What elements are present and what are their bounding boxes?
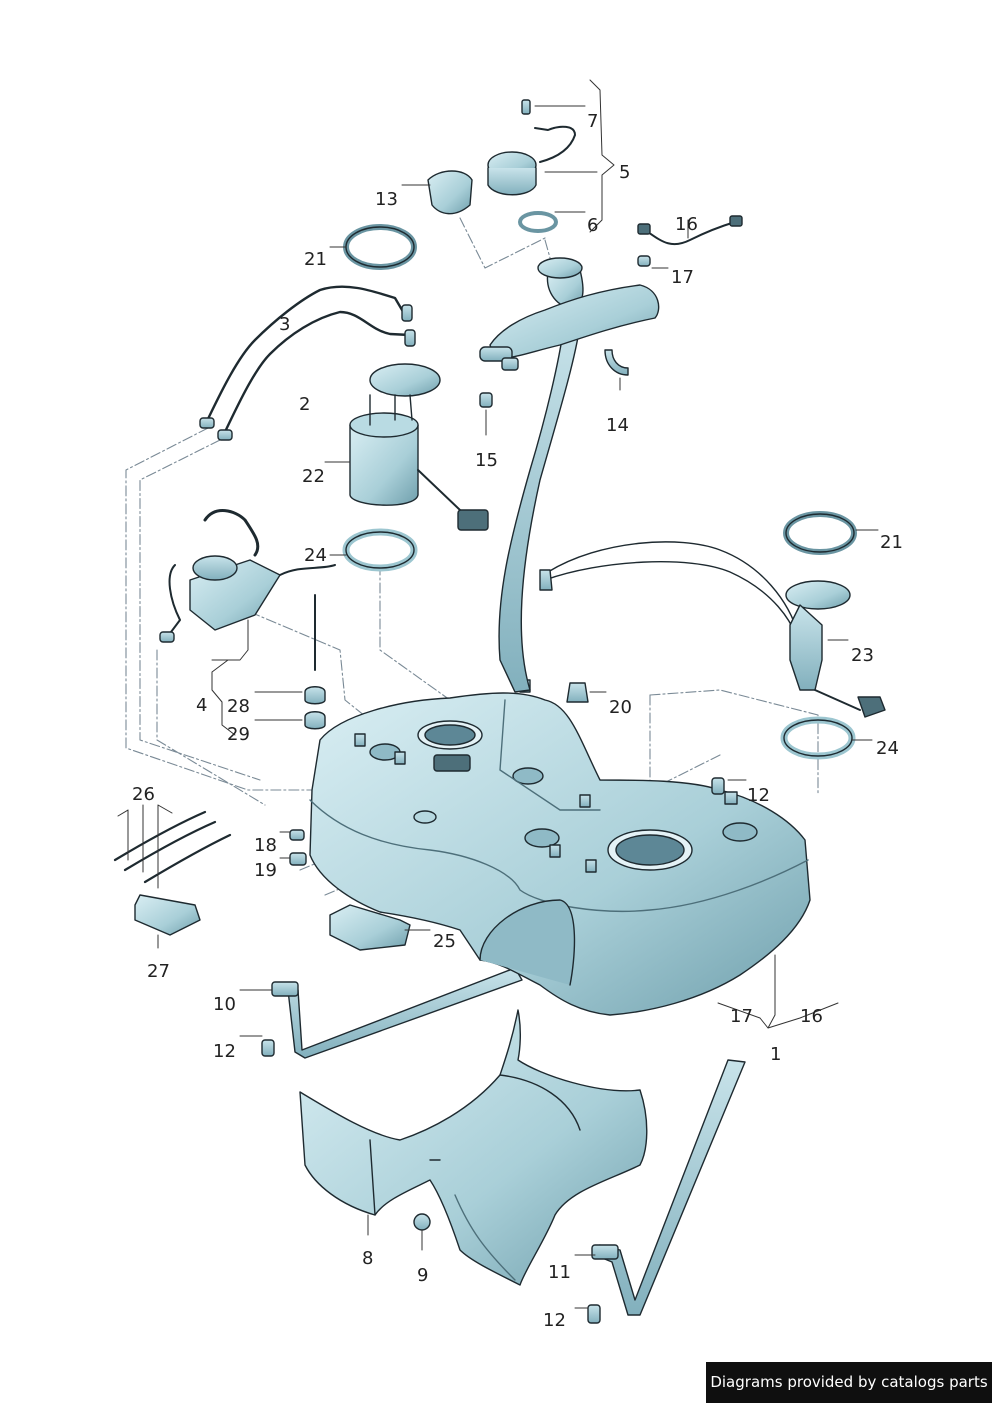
fuel-filter-module: [159, 509, 336, 671]
label-13: 13: [375, 189, 398, 210]
label-22: 22: [302, 466, 325, 487]
label-21-right: 21: [880, 532, 903, 553]
label-16-bottom: 16: [800, 1006, 823, 1027]
strap-bracket-11: [591, 1244, 619, 1260]
label-4: 4: [196, 695, 208, 716]
label-16-top: 16: [675, 214, 698, 235]
label-3: 3: [279, 314, 291, 335]
label-24-right: 24: [876, 738, 899, 759]
label-12-bottom: 12: [543, 1310, 566, 1331]
label-27: 27: [147, 961, 170, 982]
label-12-left: 12: [213, 1041, 236, 1062]
label-20: 20: [609, 697, 632, 718]
label-24-left: 24: [304, 545, 327, 566]
label-18: 18: [254, 835, 277, 856]
label-9: 9: [417, 1265, 429, 1286]
label-23: 23: [851, 645, 874, 666]
label-29: 29: [227, 724, 250, 745]
connector-25: [329, 904, 411, 951]
label-11: 11: [548, 1262, 571, 1283]
label-21-left: 21: [304, 249, 327, 270]
label-12-right: 12: [747, 785, 770, 806]
label-17-bottom: 17: [730, 1006, 753, 1027]
fuel-pump-module: [349, 363, 489, 531]
label-6: 6: [587, 215, 599, 236]
label-14: 14: [606, 415, 629, 436]
fuel-tank: [309, 679, 811, 1016]
label-5: 5: [619, 162, 631, 183]
filler-neck-pipe: [498, 317, 581, 693]
label-7: 7: [587, 111, 599, 132]
label-28: 28: [227, 696, 250, 717]
label-15: 15: [475, 450, 498, 471]
label-25: 25: [433, 931, 456, 952]
label-17-top: 17: [671, 267, 694, 288]
bracket-27: [134, 894, 201, 936]
label-1: 1: [770, 1044, 782, 1065]
label-10: 10: [213, 994, 236, 1015]
heat-shield: [299, 1009, 648, 1286]
label-19: 19: [254, 860, 277, 881]
strap-bracket-10: [271, 981, 299, 997]
filler-cap-assembly: [427, 99, 576, 233]
tank-strap-front: [287, 967, 523, 1059]
fuel-level-sender: [785, 580, 886, 718]
label-8: 8: [362, 1248, 374, 1269]
label-26: 26: [132, 784, 155, 805]
credit-banner: Diagrams provided by catalogs parts: [706, 1362, 992, 1403]
label-2: 2: [299, 394, 311, 415]
